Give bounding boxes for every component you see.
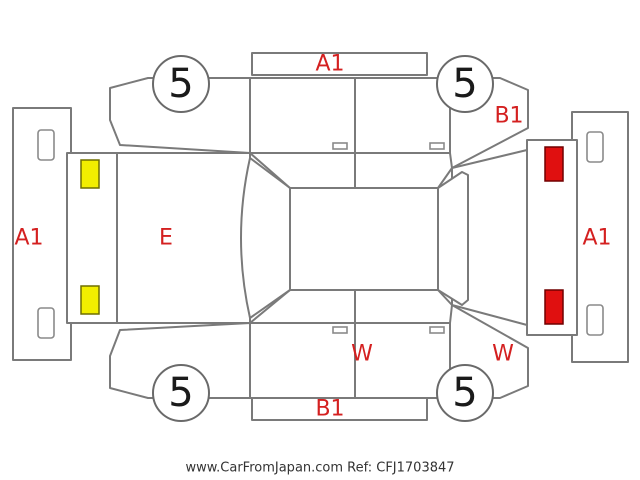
rear-window bbox=[437, 171, 469, 306]
top-rear-door bbox=[354, 77, 451, 154]
hood bbox=[116, 152, 251, 324]
tyre-rear-left-circle bbox=[436, 55, 494, 113]
bottom-rear-handle bbox=[429, 326, 445, 334]
c-pillar-bottom bbox=[437, 289, 453, 306]
tyre-front-right-circle bbox=[152, 364, 210, 422]
top-rear-handle bbox=[429, 142, 445, 150]
bottom-front-door bbox=[249, 322, 356, 399]
rear-bumper-marker-bottom bbox=[586, 304, 604, 336]
code-right-bumper: A1 bbox=[582, 226, 611, 251]
headlight-top bbox=[80, 159, 100, 189]
tyre-rear-left: 5 bbox=[436, 55, 494, 113]
code-bottom-rear-quarter: W bbox=[492, 342, 514, 367]
code-bottom-panel: B1 bbox=[315, 397, 344, 422]
top-front-handle bbox=[332, 142, 348, 150]
roof bbox=[289, 187, 439, 291]
a-pillar-top bbox=[249, 152, 291, 189]
top-rocker-panel bbox=[251, 52, 428, 76]
top-front-door bbox=[249, 77, 356, 154]
tyre-front-right: 5 bbox=[152, 364, 210, 422]
front-bumper-marker-top bbox=[37, 129, 55, 161]
rear-bumper-marker-top bbox=[586, 131, 604, 163]
code-hood: E bbox=[159, 226, 173, 251]
taillight-bottom bbox=[544, 289, 564, 325]
code-left-bumper: A1 bbox=[14, 226, 43, 251]
tyre-front-left-circle bbox=[152, 55, 210, 113]
code-top-rear-quarter: B1 bbox=[494, 104, 523, 129]
tyre-rear-right-value: 5 bbox=[452, 370, 477, 416]
footer-reference: www.CarFromJapan.com Ref: CFJ1703847 bbox=[185, 461, 454, 476]
tyre-rear-right-circle bbox=[436, 364, 494, 422]
tyre-front-left: 5 bbox=[152, 55, 210, 113]
front-bumper-marker-bottom bbox=[37, 307, 55, 339]
tyre-rear-right: 5 bbox=[436, 364, 494, 422]
bottom-rocker-panel bbox=[251, 397, 428, 421]
tyre-front-left-value: 5 bbox=[168, 61, 193, 107]
headlight-bottom bbox=[80, 285, 100, 315]
code-bottom-door: W bbox=[351, 342, 373, 367]
code-top-panel: A1 bbox=[315, 52, 344, 77]
a-pillar-bottom bbox=[249, 289, 291, 324]
taillight-top bbox=[544, 146, 564, 182]
bottom-rear-door bbox=[354, 322, 451, 399]
windshield bbox=[240, 157, 291, 319]
tyre-rear-left-value: 5 bbox=[452, 61, 477, 107]
c-pillar-top bbox=[437, 167, 453, 189]
bottom-front-handle bbox=[332, 326, 348, 334]
tyre-front-right-value: 5 bbox=[168, 370, 193, 416]
